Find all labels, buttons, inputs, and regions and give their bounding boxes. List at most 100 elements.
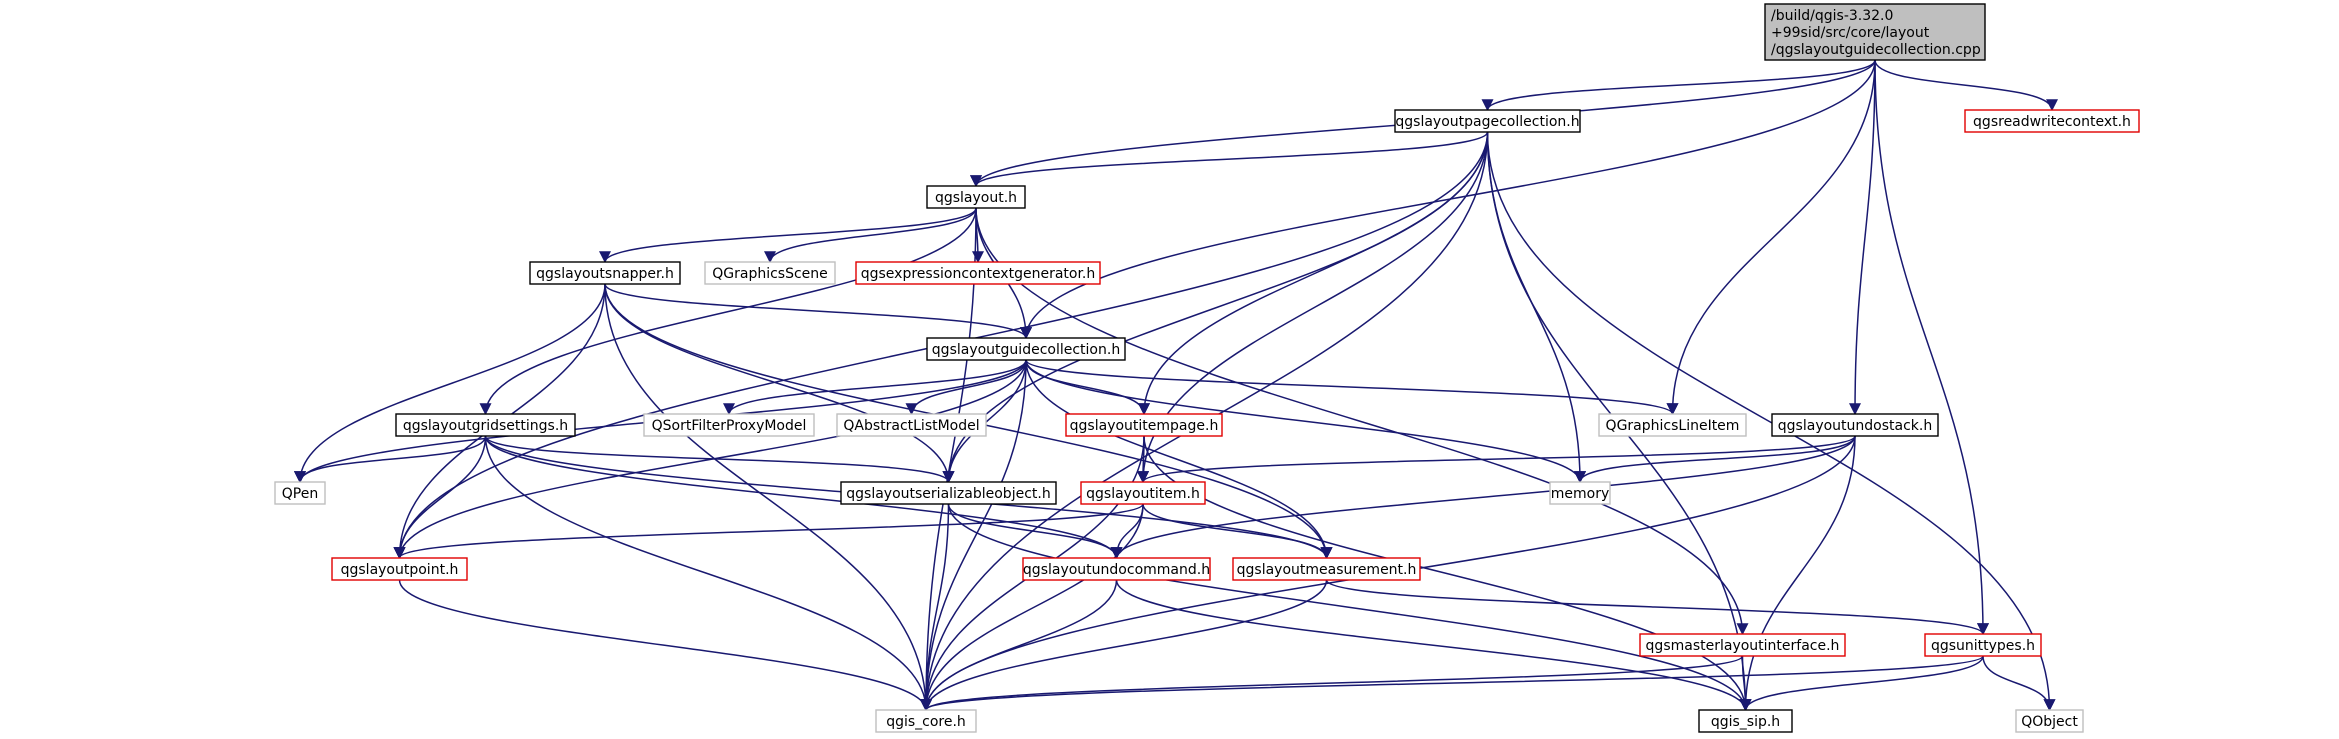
edges-layer xyxy=(294,59,2058,712)
edge-root-to-pagecollection xyxy=(1481,59,1876,112)
node-undostack[interactable]: qgslayoutundostack.h xyxy=(1771,413,1939,437)
edge-layout-to-snapper xyxy=(599,207,977,264)
node-box xyxy=(875,709,977,733)
node-box xyxy=(1598,413,1747,437)
edge-unittypes-to-qgiscore xyxy=(920,655,1984,712)
edge-guidecollection-to-graphicsline xyxy=(1025,359,1679,416)
edge-snapper-to-serializable xyxy=(604,283,955,484)
edge-undostack-to-qgissip xyxy=(1739,435,1856,712)
node-label: qgslayoutguidecollection.h xyxy=(932,342,1120,358)
node-label: qgsreadwritecontext.h xyxy=(1973,114,2131,130)
node-qpen[interactable]: QPen xyxy=(274,481,326,505)
node-snapper[interactable]: qgslayoutsnapper.h xyxy=(529,261,681,285)
edge-item-to-qgiscore xyxy=(920,503,1144,712)
node-box xyxy=(395,413,576,437)
edge-pagecollection-to-itempage xyxy=(1138,131,1489,416)
node-box xyxy=(926,337,1126,361)
edge-guidecollection-to-measurement xyxy=(1025,359,1333,560)
node-label: /qgslayoutguidecollection.cpp xyxy=(1771,42,1981,58)
edge-snapper-to-qpen xyxy=(294,283,606,484)
node-graphicsscene[interactable]: QGraphicsScene xyxy=(704,261,836,285)
edge-serializable-to-qgiscore xyxy=(920,503,950,712)
node-box xyxy=(331,557,468,581)
node-label: qgsmasterlayoutinterface.h xyxy=(1646,638,1840,654)
node-box xyxy=(1698,709,1793,733)
edge-gridsettings-to-serializable xyxy=(484,435,955,484)
edge-undocommand-to-qgissip xyxy=(1115,579,1752,712)
node-label: QSortFilterProxyModel xyxy=(652,418,807,434)
node-box xyxy=(1639,633,1846,657)
edge-layout-to-graphicsscene xyxy=(764,207,977,264)
node-label: qgslayoutgridsettings.h xyxy=(403,418,568,434)
node-label: /build/qgis-3.32.0 xyxy=(1771,8,1893,24)
edge-undostack-to-item xyxy=(1137,435,1856,484)
node-pagecollection[interactable]: qgslayoutpagecollection.h xyxy=(1394,109,1581,133)
node-item[interactable]: qgslayoutitem.h xyxy=(1080,481,1206,505)
node-label: QObject xyxy=(2021,714,2078,730)
edge-pagecollection-to-layout xyxy=(970,131,1489,188)
edge-layout-to-gridsettings xyxy=(479,207,977,416)
edge-root-to-readwritecontext xyxy=(1874,59,2058,112)
node-masterlayout[interactable]: qgsmasterlayoutinterface.h xyxy=(1639,633,1846,657)
node-label: QPen xyxy=(282,486,318,502)
node-qobject[interactable]: QObject xyxy=(2015,709,2084,733)
node-guidecollection[interactable]: qgslayoutguidecollection.h xyxy=(926,337,1126,361)
edge-point-to-qgiscore xyxy=(398,579,932,712)
node-label: qgslayoutundostack.h xyxy=(1778,418,1932,434)
node-sortfilter[interactable]: QSortFilterProxyModel xyxy=(643,413,815,437)
node-box xyxy=(926,185,1026,209)
node-label: qgslayoutsnapper.h xyxy=(536,266,674,282)
node-memory[interactable]: memory xyxy=(1549,481,1611,505)
node-label: qgslayoutmeasurement.h xyxy=(1237,562,1417,578)
edge-layout-to-qgiscore xyxy=(920,207,977,712)
node-label: qgslayoutitem.h xyxy=(1086,486,1200,502)
node-itempage[interactable]: qgslayoutitempage.h xyxy=(1065,413,1223,437)
node-measurement[interactable]: qgslayoutmeasurement.h xyxy=(1232,557,1421,581)
edge-guidecollection-to-qgiscore xyxy=(920,359,1027,712)
node-unittypes[interactable]: qgsunittypes.h xyxy=(1924,633,2042,657)
edge-unittypes-to-qgissip xyxy=(1739,655,1984,712)
edge-serializable-to-undocommand xyxy=(947,503,1123,560)
node-box xyxy=(840,481,1057,505)
node-label: QAbstractListModel xyxy=(843,418,979,434)
node-readwritecontext[interactable]: qgsreadwritecontext.h xyxy=(1964,109,2140,133)
node-root[interactable]: /build/qgis-3.32.0+99sid/src/core/layout… xyxy=(1764,3,1986,61)
node-abstractlist[interactable]: QAbstractListModel xyxy=(836,413,987,437)
node-label: qgslayoutpagecollection.h xyxy=(1395,114,1579,130)
edge-root-to-undostack xyxy=(1849,59,1876,416)
edge-item-to-measurement xyxy=(1142,503,1333,560)
node-label: qgslayoutpoint.h xyxy=(341,562,459,578)
edge-gridsettings-to-qgiscore xyxy=(484,435,932,712)
edge-undostack-to-memory xyxy=(1574,435,1856,484)
node-label: qgslayoutserializableobject.h xyxy=(846,486,1050,502)
node-label: qgslayoutundocommand.h xyxy=(1023,562,1210,578)
node-box xyxy=(1065,413,1223,437)
node-box xyxy=(1022,557,1211,581)
node-label: qgsunittypes.h xyxy=(1931,638,2035,654)
edge-gridsettings-to-undocommand xyxy=(484,435,1123,560)
node-qgiscore[interactable]: qgis_core.h xyxy=(875,709,977,733)
node-graphicsline[interactable]: QGraphicsLineItem xyxy=(1598,413,1747,437)
node-exprctxgen[interactable]: qgsexpressioncontextgenerator.h xyxy=(855,261,1101,285)
node-box xyxy=(2015,709,2084,733)
node-label: QGraphicsScene xyxy=(712,266,828,282)
node-label: +99sid/src/core/layout xyxy=(1771,25,1930,41)
node-undocommand[interactable]: qgslayoutundocommand.h xyxy=(1022,557,1211,581)
edge-unittypes-to-qobject xyxy=(1982,655,2056,712)
node-box xyxy=(1549,481,1611,505)
node-gridsettings[interactable]: qgslayoutgridsettings.h xyxy=(395,413,576,437)
node-label: memory xyxy=(1551,486,1610,502)
edge-root-to-graphicsline xyxy=(1666,59,1876,416)
node-layout[interactable]: qgslayout.h xyxy=(926,185,1026,209)
edge-measurement-to-qgiscore xyxy=(920,579,1328,712)
node-qgissip[interactable]: qgis_sip.h xyxy=(1698,709,1793,733)
edge-guidecollection-to-abstractlist xyxy=(905,359,1027,416)
edge-gridsettings-to-qpen xyxy=(294,435,487,484)
node-point[interactable]: qgslayoutpoint.h xyxy=(331,557,468,581)
edge-masterlayout-to-qgiscore xyxy=(920,655,1744,712)
node-serializable[interactable]: qgslayoutserializableobject.h xyxy=(840,481,1057,505)
edge-undocommand-to-qgiscore xyxy=(920,579,1118,712)
node-box xyxy=(1232,557,1421,581)
node-box xyxy=(1080,481,1206,505)
